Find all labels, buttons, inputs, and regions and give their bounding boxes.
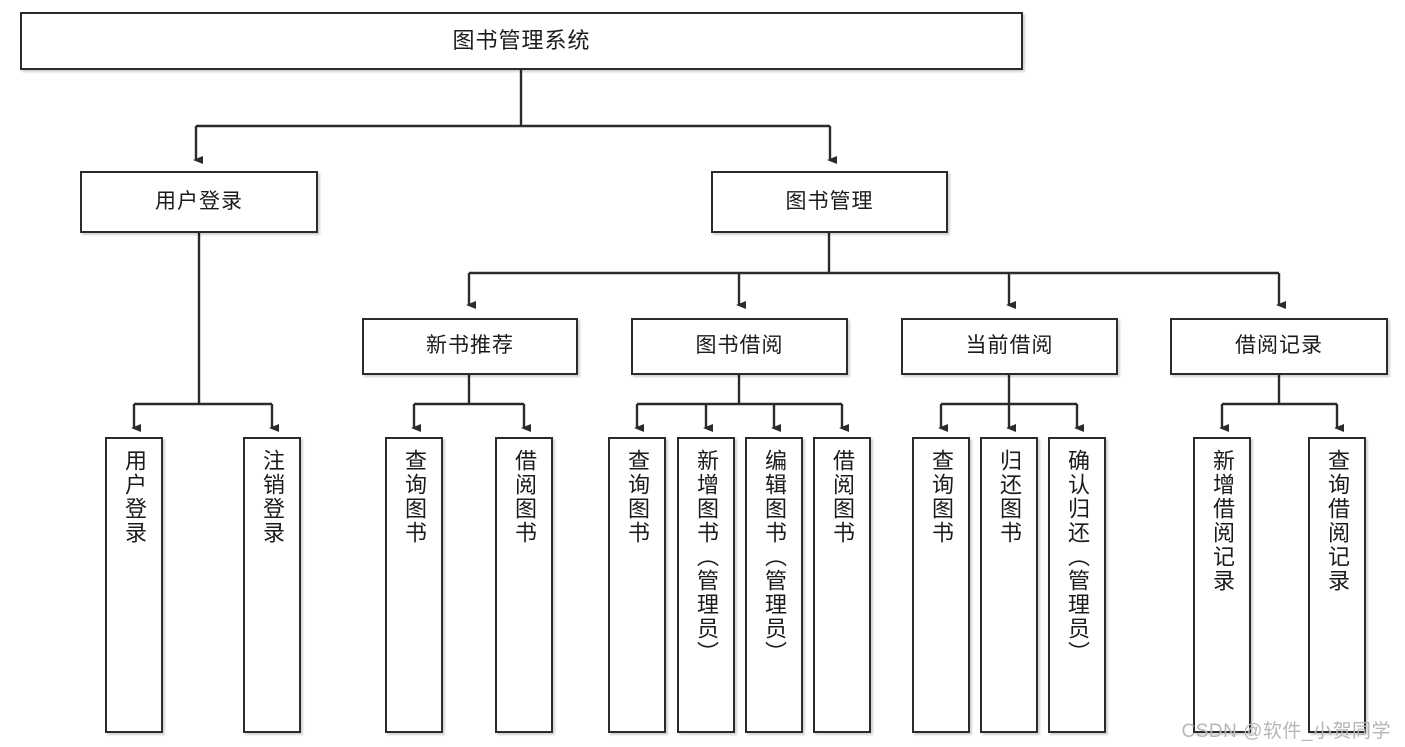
leaf-book-borrow-add[interactable]: 新增图书（管理员） bbox=[677, 437, 735, 733]
node-label: 当前借阅 bbox=[965, 334, 1054, 358]
node-book-borrow[interactable]: 图书借阅 bbox=[631, 318, 848, 375]
node-label: 借阅图书 bbox=[830, 449, 855, 545]
node-label: 新增借阅记录 bbox=[1210, 449, 1235, 593]
node-current-borrow[interactable]: 当前借阅 bbox=[901, 318, 1118, 375]
leaf-book-borrow-edit[interactable]: 编辑图书（管理员） bbox=[745, 437, 803, 733]
leaf-current-borrow-confirm-return[interactable]: 确认归还（管理员） bbox=[1048, 437, 1106, 733]
node-label: 新增图书（管理员） bbox=[694, 449, 719, 665]
node-label: 新书推荐 bbox=[426, 334, 514, 358]
node-label: 图书借阅 bbox=[695, 334, 784, 358]
node-label: 借阅记录 bbox=[1235, 334, 1323, 358]
leaf-current-borrow-return[interactable]: 归还图书 bbox=[980, 437, 1038, 733]
node-label: 查询图书 bbox=[402, 449, 427, 545]
node-label: 用户登录 bbox=[155, 189, 243, 213]
node-label: 归还图书 bbox=[997, 449, 1022, 545]
node-label: 借阅图书 bbox=[512, 449, 537, 545]
node-label: 图书管理 bbox=[785, 189, 874, 213]
leaf-user-login-login[interactable]: 用户登录 bbox=[105, 437, 163, 733]
leaf-book-borrow-query[interactable]: 查询图书 bbox=[608, 437, 666, 733]
leaf-book-borrow-borrow[interactable]: 借阅图书 bbox=[813, 437, 871, 733]
node-label: 查询借阅记录 bbox=[1325, 449, 1350, 593]
node-user-login[interactable]: 用户登录 bbox=[80, 171, 318, 233]
leaf-borrow-record-add[interactable]: 新增借阅记录 bbox=[1193, 437, 1251, 733]
leaf-borrow-record-query[interactable]: 查询借阅记录 bbox=[1308, 437, 1366, 733]
watermark-text: CSDN @软件_小贺同学 bbox=[1181, 721, 1391, 742]
node-new-book-recommend[interactable]: 新书推荐 bbox=[362, 318, 578, 375]
node-label: 查询图书 bbox=[929, 449, 954, 545]
node-label: 注销登录 bbox=[260, 449, 285, 545]
node-label: 用户登录 bbox=[122, 449, 147, 545]
node-label: 确认归还（管理员） bbox=[1065, 449, 1090, 665]
node-borrow-record[interactable]: 借阅记录 bbox=[1170, 318, 1388, 375]
leaf-current-borrow-query[interactable]: 查询图书 bbox=[912, 437, 970, 733]
node-root-system[interactable]: 图书管理系统 bbox=[20, 12, 1023, 70]
leaf-new-book-query[interactable]: 查询图书 bbox=[385, 437, 443, 733]
leaf-new-book-borrow[interactable]: 借阅图书 bbox=[495, 437, 553, 733]
node-label: 查询图书 bbox=[625, 449, 650, 545]
node-book-management[interactable]: 图书管理 bbox=[711, 171, 948, 233]
node-label: 图书管理系统 bbox=[452, 28, 591, 54]
leaf-user-login-logout[interactable]: 注销登录 bbox=[243, 437, 301, 733]
node-label: 编辑图书（管理员） bbox=[762, 449, 787, 665]
